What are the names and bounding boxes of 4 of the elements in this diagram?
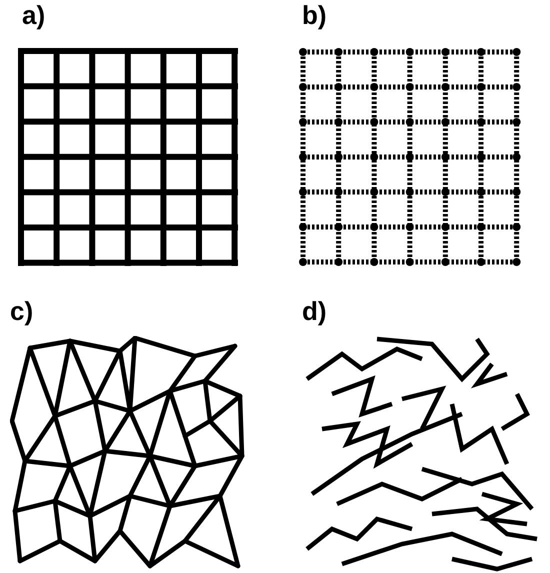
panel-label: b) bbox=[302, 2, 327, 28]
panel-label: a) bbox=[22, 2, 46, 28]
panel-label: d) bbox=[302, 298, 327, 324]
panel-label: c) bbox=[10, 298, 34, 324]
